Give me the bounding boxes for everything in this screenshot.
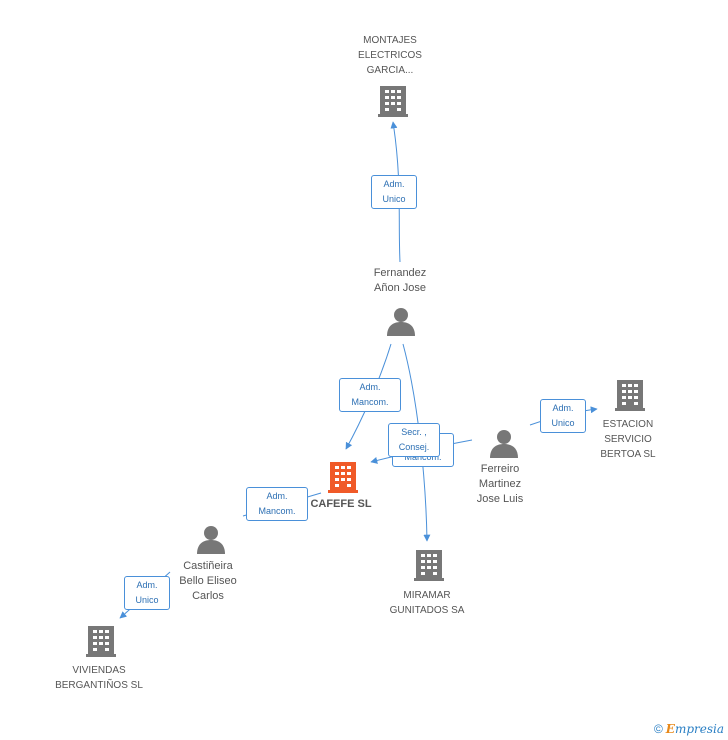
footer-brand[interactable]: © Empresia: [654, 722, 724, 736]
building-icon-miramar: [414, 550, 444, 581]
copyright-symbol: ©: [653, 722, 663, 736]
node-label-miramar[interactable]: MIRAMAR GUNITADOS SA: [389, 590, 465, 616]
node-label-montajes[interactable]: MONTAJES ELECTRICOS GARCIA...: [358, 35, 422, 76]
edge-label-fernandez-montajes: Adm. Unico: [371, 175, 417, 209]
edge-label-castineira-viviendas: Adm. Unico: [124, 576, 170, 610]
brand-initial: E: [665, 722, 675, 736]
building-icon-montajes: [378, 86, 408, 117]
person-icon-fernandez: [387, 308, 415, 336]
node-label-cafefe[interactable]: CAFEFE SL: [310, 498, 372, 510]
edge-label-ferreiro-estacion: Adm. Unico: [540, 399, 586, 433]
building-icon-cafefe: [328, 462, 358, 493]
node-label-estacion[interactable]: ESTACION SERVICIO BERTOA SL: [600, 419, 656, 460]
edge-label-fernandez-cafefe: Adm. Mancom.: [339, 378, 401, 412]
edge-label-fernandez-miramar: Secr. , Consej.: [388, 423, 440, 457]
person-icon-castineira: [197, 526, 225, 554]
node-label-castineira[interactable]: Castiñeira Bello Eliseo Carlos: [179, 560, 237, 602]
person-icon-ferreiro: [490, 430, 518, 458]
node-label-fernandez[interactable]: Fernandez Añon Jose: [373, 267, 427, 294]
building-icon-estacion: [615, 380, 645, 411]
building-icon-viviendas: [86, 626, 116, 657]
edge-label-castineira-cafefe: Adm. Mancom.: [246, 487, 308, 521]
node-label-ferreiro[interactable]: Ferreiro Martinez Jose Luis: [476, 463, 524, 505]
node-label-viviendas[interactable]: VIVIENDAS BERGANTIÑOS SL: [55, 665, 143, 691]
brand-name: mpresia: [674, 722, 724, 736]
